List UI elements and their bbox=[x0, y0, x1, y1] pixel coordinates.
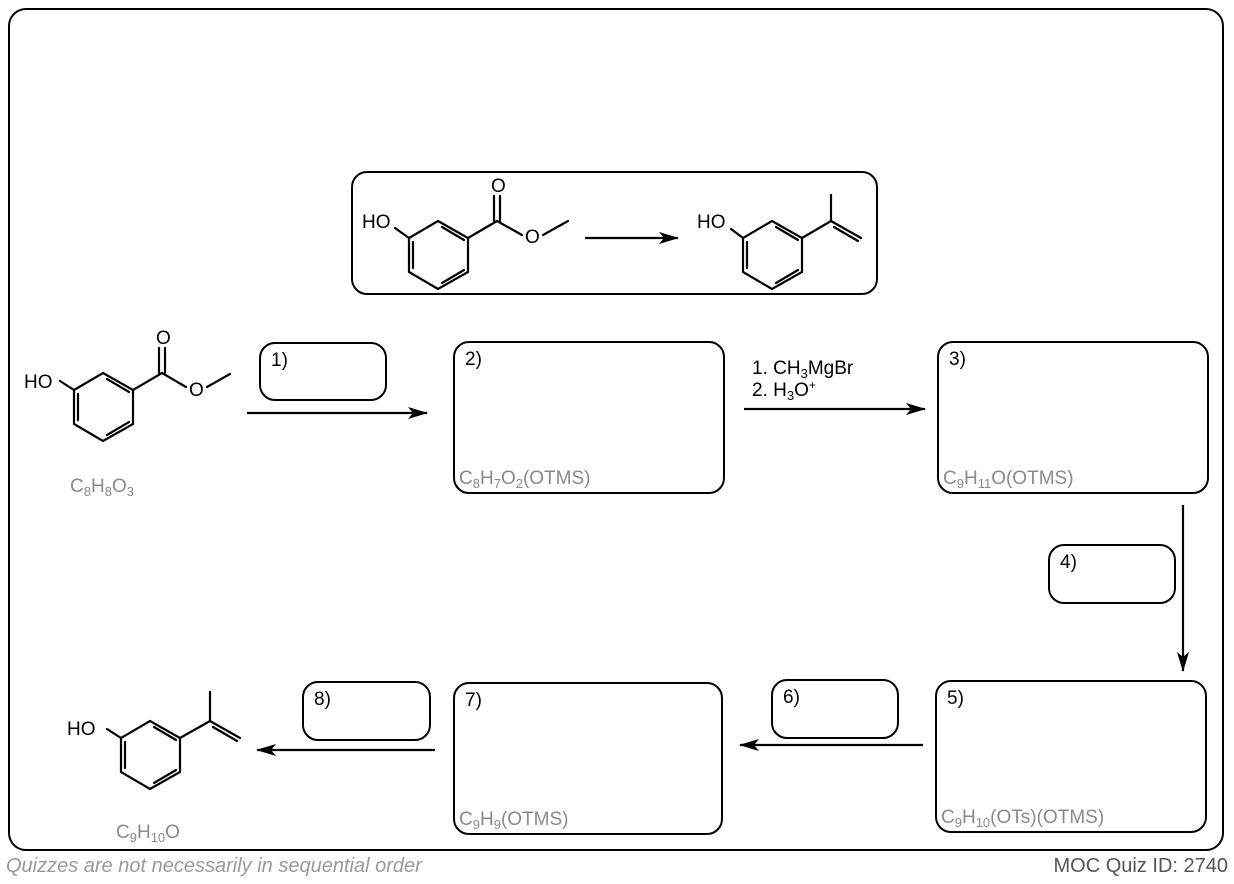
step-6-box[interactable]: 6) bbox=[771, 679, 899, 739]
footer-note: Quizzes are not necessarily in sequentia… bbox=[6, 855, 422, 877]
overview-product-molecule bbox=[729, 193, 863, 291]
overview-ester-molecule bbox=[393, 194, 570, 291]
start-ketone-O: O bbox=[156, 328, 171, 349]
overview-ketone-O: O bbox=[491, 176, 506, 197]
step-3-formula: C9H11O(OTMS) bbox=[943, 468, 1074, 491]
step-4-label: 4) bbox=[1060, 552, 1077, 573]
step-3-box[interactable]: 3) C9H11O(OTMS) bbox=[937, 341, 1209, 494]
product-molecule bbox=[105, 690, 242, 791]
step-2-formula: C8H7O2(OTMS) bbox=[459, 468, 591, 491]
reagent-step-2-3: 1. CH3MgBr 2. H3O+ bbox=[752, 358, 853, 402]
step-7-formula: C9H9(OTMS) bbox=[459, 809, 569, 832]
step-5-label: 5) bbox=[947, 688, 964, 709]
overview-ester-HO: HO bbox=[362, 212, 391, 233]
product-HO: HO bbox=[67, 719, 96, 740]
product-formula: C9H10O bbox=[116, 822, 180, 845]
step-8-label: 8) bbox=[314, 689, 331, 710]
step-4-box[interactable]: 4) bbox=[1048, 544, 1176, 604]
step-7-label: 7) bbox=[465, 690, 482, 711]
overview-ester-O: O bbox=[525, 227, 540, 248]
step-8-box[interactable]: 8) bbox=[302, 681, 431, 741]
step-2-label: 2) bbox=[465, 349, 482, 370]
step-3-label: 3) bbox=[949, 349, 966, 370]
diagram-frame bbox=[8, 8, 1224, 851]
reagent-line-2: 2. H3O+ bbox=[752, 378, 816, 403]
start-ester-O: O bbox=[189, 380, 204, 401]
reagent-line-1: 1. CH3MgBr bbox=[752, 358, 854, 381]
quiz-id: MOC Quiz ID: 2740 bbox=[1053, 855, 1228, 877]
step-2-box[interactable]: 2) C8H7O2(OTMS) bbox=[453, 341, 725, 494]
step-1-label: 1) bbox=[271, 350, 288, 371]
step-5-formula: C9H10(OTs)(OTMS) bbox=[941, 807, 1105, 830]
overview-product-HO: HO bbox=[697, 212, 726, 233]
start-HO: HO bbox=[24, 372, 53, 393]
step-5-box[interactable]: 5) C9H10(OTs)(OTMS) bbox=[935, 680, 1207, 833]
step-7-box[interactable]: 7) C9H9(OTMS) bbox=[453, 682, 723, 835]
start-molecule bbox=[58, 346, 232, 443]
step-6-label: 6) bbox=[783, 687, 800, 708]
start-formula: C8H8O3 bbox=[70, 476, 134, 499]
step-1-box[interactable]: 1) bbox=[259, 342, 387, 401]
